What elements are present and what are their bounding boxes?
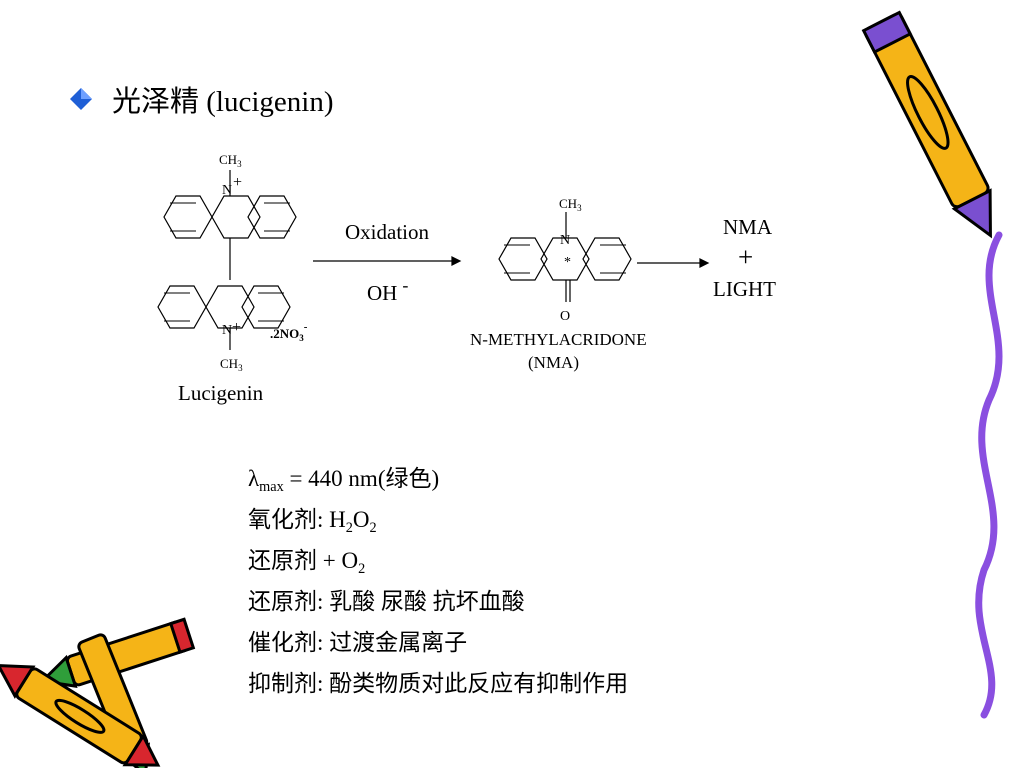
nma-right-ring — [582, 237, 632, 281]
oxidation-label: Oxidation — [345, 220, 429, 244]
lower-n-label: N — [222, 323, 232, 338]
upper-center-ring — [211, 195, 261, 239]
oh-label: OH- — [367, 275, 408, 305]
nma-abbr-label: (NMA) — [528, 353, 579, 372]
nma-n-label: N — [560, 233, 570, 248]
lower-center-ring — [205, 285, 255, 329]
inhibitor-line: 抑制剂: 酚类物质对此反应有抑制作用 — [248, 671, 629, 696]
pencil-icon — [861, 10, 992, 239]
lucigenin-label: Lucigenin — [178, 381, 264, 405]
nma-center-ring — [540, 237, 590, 281]
product-plus-label: + — [738, 242, 753, 272]
oxidant-line: 氧化剂: H2O2 — [248, 507, 377, 536]
nma-star-label: * — [564, 255, 571, 270]
counterion-label: .2NO3- — [270, 321, 308, 343]
nma-left-ring — [498, 237, 548, 281]
arrowhead-icon — [699, 258, 710, 268]
upper-right-ring — [247, 195, 297, 239]
nma-ch3-label: CH3 — [559, 196, 582, 213]
product-nma-label: NMA — [723, 215, 773, 239]
lower-ch3-label: CH3 — [220, 356, 243, 373]
reductant-line: 还原剂 + O2 — [248, 548, 366, 577]
catalyst-line: 催化剂: 过渡金属离子 — [248, 630, 468, 655]
nma-o-label: O — [560, 309, 570, 324]
upper-ch3-label: CH3 — [219, 152, 242, 169]
pencils-group-icon — [0, 617, 196, 768]
lower-plus-label: + — [232, 319, 241, 336]
diamond-bullet-icon — [70, 88, 92, 110]
lambda-line: λmax = 440 nm(绿色) — [248, 466, 440, 495]
upper-plus-label: + — [233, 174, 242, 191]
reductant-examples-line: 还原剂: 乳酸 尿酸 抗坏血酸 — [248, 589, 525, 614]
arrowhead-icon — [451, 256, 462, 266]
lower-left-ring — [157, 285, 207, 329]
upper-n-label: N — [222, 183, 232, 198]
properties-list: λmax = 440 nm(绿色) 氧化剂: H2O2 还原剂 + O2 还原剂… — [248, 458, 628, 704]
product-light-label: LIGHT — [713, 277, 776, 301]
nma-name-label: N-METHYLACRIDONE — [470, 330, 647, 349]
squiggle-line — [975, 231, 1003, 719]
upper-left-ring — [163, 195, 213, 239]
slide-title: 光泽精 (lucigenin) — [112, 86, 334, 118]
lucigenin-structure — [157, 170, 710, 350]
lower-right-ring — [241, 285, 291, 329]
